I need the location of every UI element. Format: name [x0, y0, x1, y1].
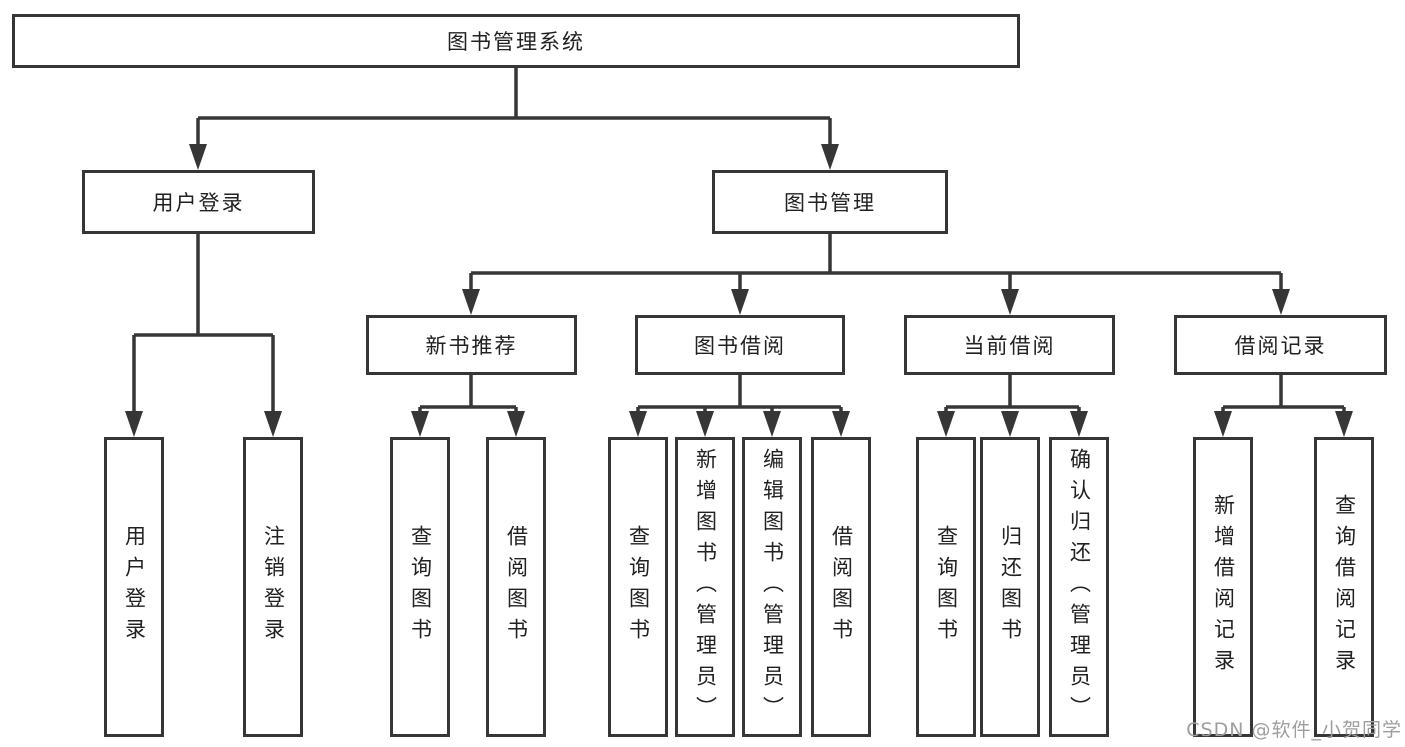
edges-root-to-level2: [189, 68, 839, 170]
leaf-logout-label: 注销登录: [261, 525, 286, 649]
leaf-user-login-label: 用户登录: [122, 525, 147, 649]
leaf-query-borrow-record: 查询借阅记录: [1314, 437, 1374, 737]
leaf-return-books-label: 归还图书: [998, 525, 1023, 649]
leaf-confirm-return-admin-label: 确认归还（管理员）: [1067, 447, 1092, 727]
node-user-login: 用户登录: [82, 170, 315, 234]
node-book-borrowing: 图书借阅: [635, 315, 845, 375]
node-current-borrowing: 当前借阅: [904, 315, 1115, 375]
edges-new-book-recommendation: [411, 375, 525, 437]
leaf-return-books: 归还图书: [980, 437, 1040, 737]
leaf-borrow-books-borrowing: 借阅图书: [811, 437, 871, 737]
edges-borrowing-records: [1214, 375, 1353, 437]
leaf-add-book-admin-label: 新增图书（管理员）: [693, 447, 718, 727]
leaf-query-borrow-record-label: 查询借阅记录: [1332, 494, 1357, 680]
node-library-management-system: 图书管理系统: [12, 14, 1020, 68]
leaf-user-login: 用户登录: [104, 437, 164, 737]
csdn-watermark: CSDN @软件_小贺同学: [1186, 719, 1402, 741]
leaf-borrow-books-recommend: 借阅图书: [486, 437, 546, 737]
edges-book-management-to-groups: [462, 234, 1290, 315]
edges-book-borrowing: [629, 375, 850, 437]
leaf-query-books-current: 查询图书: [916, 437, 976, 737]
leaf-add-borrow-record: 新增借阅记录: [1193, 437, 1253, 737]
leaf-logout: 注销登录: [243, 437, 303, 737]
edges-current-borrowing: [937, 375, 1088, 437]
leaf-query-books-recommend: 查询图书: [390, 437, 450, 737]
leaf-add-borrow-record-label: 新增借阅记录: [1211, 494, 1236, 680]
node-book-management: 图书管理: [712, 170, 948, 234]
leaf-edit-book-admin-label: 编辑图书（管理员）: [760, 447, 785, 727]
node-borrowing-records: 借阅记录: [1174, 315, 1387, 375]
node-new-book-recommendation: 新书推荐: [366, 315, 577, 375]
leaf-borrow-books-recommend-label: 借阅图书: [504, 525, 529, 649]
edges-user-login-to-leaves: [125, 234, 282, 437]
leaf-query-books-current-label: 查询图书: [934, 525, 959, 649]
leaf-confirm-return-admin: 确认归还（管理员）: [1049, 437, 1109, 737]
leaf-query-books-borrowing-label: 查询图书: [626, 525, 651, 649]
leaf-edit-book-admin: 编辑图书（管理员）: [742, 437, 802, 737]
leaf-query-books-recommend-label: 查询图书: [408, 525, 433, 649]
leaf-query-books-borrowing: 查询图书: [608, 437, 668, 737]
leaf-add-book-admin: 新增图书（管理员）: [675, 437, 735, 737]
leaf-borrow-books-borrowing-label: 借阅图书: [829, 525, 854, 649]
